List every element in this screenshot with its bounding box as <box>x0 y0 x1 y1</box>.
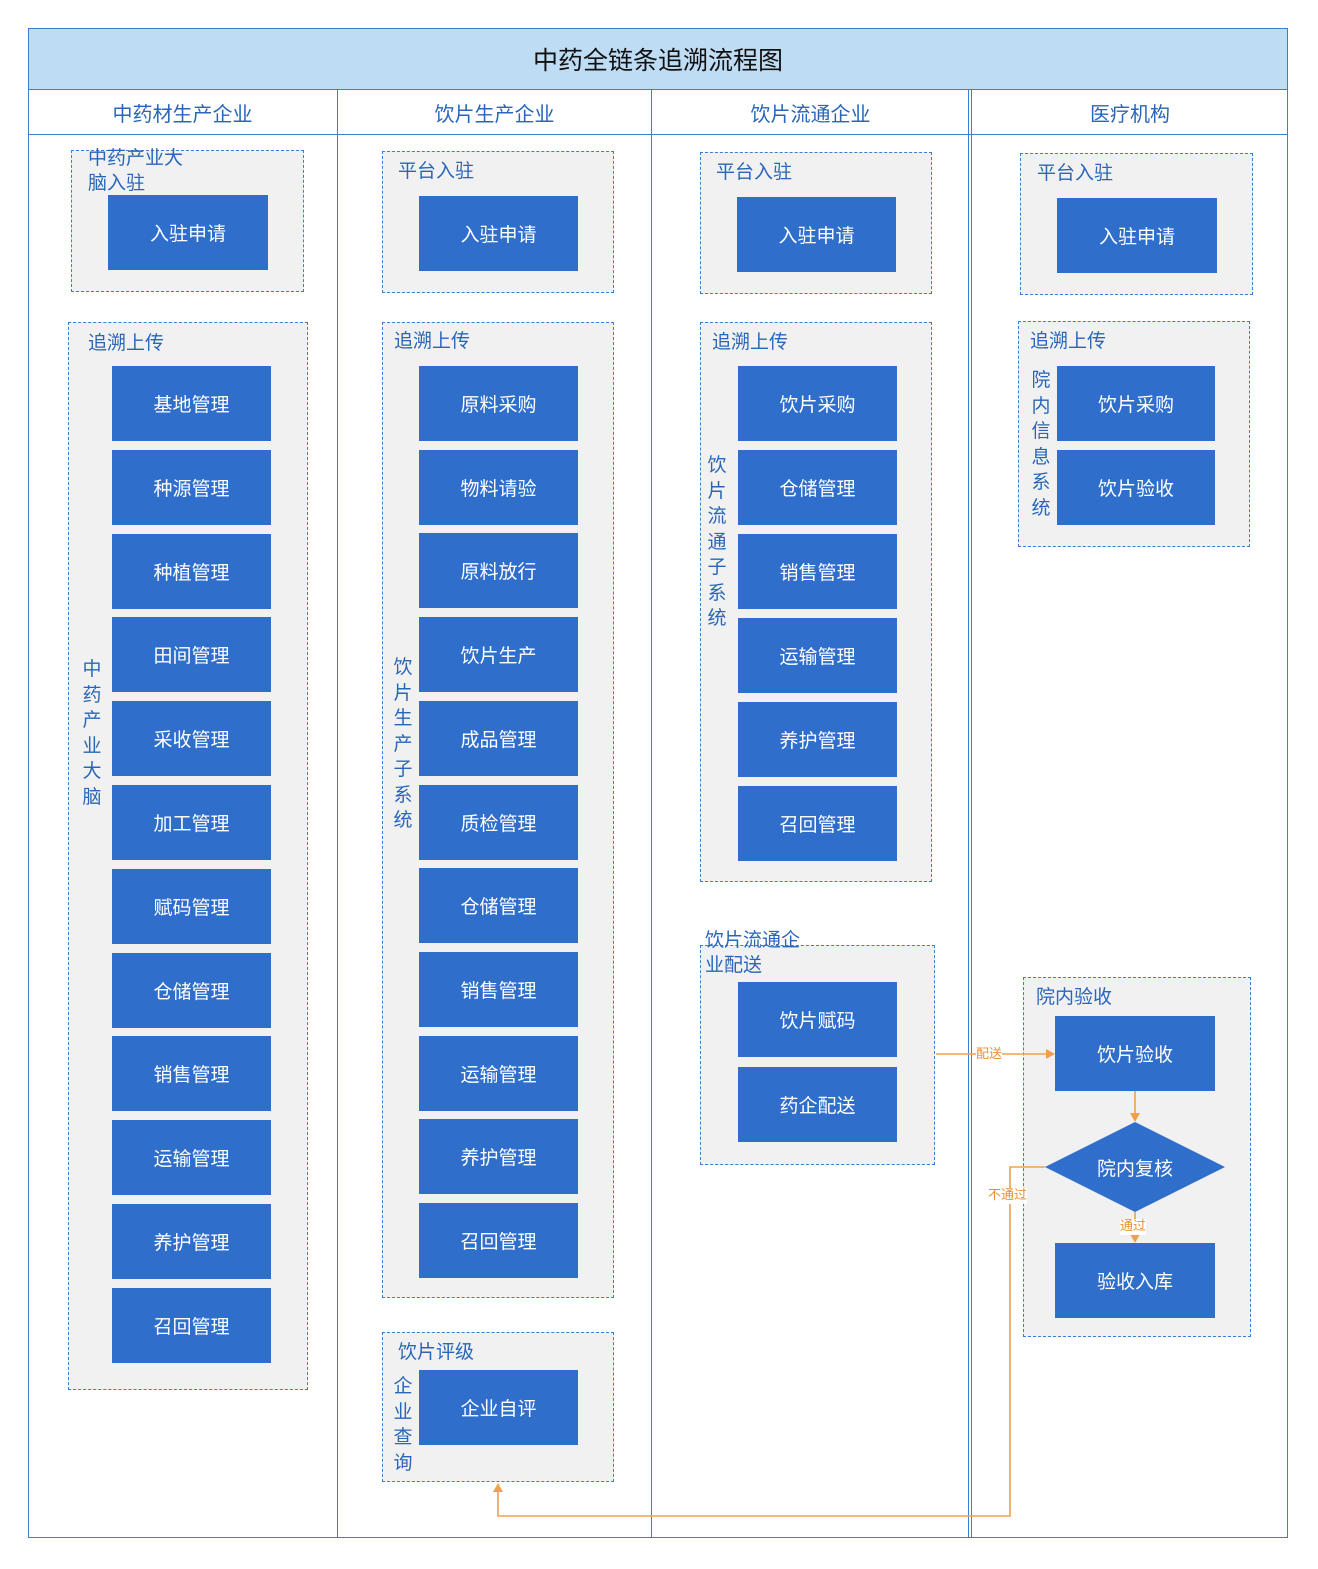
group-label: 院内验收 <box>1036 986 1113 1008</box>
lane-divider <box>337 90 338 1538</box>
box-upload-item: 运输管理 <box>419 1035 578 1111</box>
group-label: 平台入驻 <box>398 160 475 182</box>
flow-label-fail: 不通过 <box>988 1188 1028 1204</box>
box-upload-item: 成品管理 <box>419 700 578 776</box>
arrowhead <box>1130 1113 1140 1122</box>
box-delivery-item: 饮片赋码 <box>738 982 897 1057</box>
box-upload-item: 销售管理 <box>419 951 578 1027</box>
arrowhead <box>1130 1234 1140 1243</box>
side-label: 企业查询 <box>393 1375 413 1474</box>
box-entry-application: 入驻申请 <box>108 195 268 270</box>
lane-divider <box>968 90 969 1538</box>
box-upload-item: 原料放行 <box>419 533 578 609</box>
box-stock-in: 验收入库 <box>1055 1243 1215 1318</box>
group-label: 饮片评级 <box>398 1341 475 1363</box>
box-delivery-item: 药企配送 <box>738 1067 897 1142</box>
box-upload-item: 采收管理 <box>112 701 271 777</box>
flow-label-deliver: 配送 <box>976 1047 1003 1063</box>
flow-label-pass: 通过 <box>1120 1219 1147 1235</box>
side-label: 饮片生产子系统 <box>393 656 413 831</box>
box-upload-item: 原料采购 <box>419 366 578 441</box>
group-label: 追溯上传 <box>1030 330 1107 352</box>
diagram-title: 中药全链条追溯流程图 <box>28 28 1288 90</box>
side-label: 饮片流通子系统 <box>707 454 727 629</box>
box-self-rating: 企业自评 <box>419 1370 578 1445</box>
box-upload-item: 基地管理 <box>112 366 271 441</box>
box-upload-item: 销售管理 <box>738 534 897 609</box>
group-label: 追溯上传 <box>712 331 789 353</box>
lane-divider <box>971 90 972 1538</box>
group-label: 中药产业大脑入驻 <box>88 147 184 194</box>
side-label: 中药产业大脑 <box>82 658 102 808</box>
arrowhead <box>493 1483 503 1492</box>
box-upload-item: 召回管理 <box>738 786 897 861</box>
box-upload-item: 召回管理 <box>419 1203 578 1278</box>
box-upload-item: 质检管理 <box>419 784 578 860</box>
box-upload-item: 种源管理 <box>112 449 271 525</box>
lane-header-medical-institution: 医疗机构 <box>1090 102 1170 126</box>
box-entry-application: 入驻申请 <box>1057 198 1217 273</box>
box-upload-item: 运输管理 <box>738 618 897 693</box>
box-upload-item: 召回管理 <box>112 1287 271 1363</box>
box-entry-application: 入驻申请 <box>737 197 896 272</box>
lane-divider <box>651 90 652 1538</box>
box-upload-item: 养护管理 <box>112 1204 271 1279</box>
box-upload-item: 仓储管理 <box>738 450 897 525</box>
box-upload-item: 种植管理 <box>112 533 271 609</box>
arrow-fail <box>497 1166 1045 1517</box>
box-upload-item: 仓储管理 <box>112 952 271 1028</box>
box-entry-application: 入驻申请 <box>419 196 578 271</box>
lane-header-slice-producer: 饮片生产企业 <box>434 102 555 126</box>
lane-header-divider <box>28 134 1288 135</box>
group-label: 追溯上传 <box>88 332 165 354</box>
box-upload-item: 饮片采购 <box>738 366 897 441</box>
group-label: 平台入驻 <box>1037 162 1114 184</box>
box-upload-item: 运输管理 <box>112 1120 271 1196</box>
group-label: 平台入驻 <box>716 161 793 183</box>
box-upload-item: 物料请验 <box>419 449 578 525</box>
box-upload-item: 销售管理 <box>112 1036 271 1112</box>
group-label: 饮片流通企业配送 <box>705 929 801 976</box>
group-label: 追溯上传 <box>394 330 471 352</box>
box-upload-item: 饮片验收 <box>1057 450 1215 525</box>
box-slice-acceptance: 饮片验收 <box>1055 1016 1215 1091</box>
arrowhead <box>1046 1049 1055 1059</box>
box-upload-item: 养护管理 <box>738 702 897 777</box>
diamond-review-shape <box>1045 1122 1225 1212</box>
diamond-review: 院内复核 <box>1096 1157 1173 1180</box>
box-upload-item: 饮片采购 <box>1057 366 1215 441</box>
box-upload-item: 仓储管理 <box>419 868 578 944</box>
box-upload-item: 赋码管理 <box>112 868 271 944</box>
lane-header-slice-distributor: 饮片流通企业 <box>750 102 871 126</box>
side-label: 院内信息系统 <box>1031 369 1051 519</box>
box-upload-item: 田间管理 <box>112 617 271 693</box>
box-upload-item: 饮片生产 <box>419 617 578 693</box>
box-upload-item: 加工管理 <box>112 785 271 860</box>
lane-header-herb-producer: 中药材生产企业 <box>112 102 253 126</box>
box-upload-item: 养护管理 <box>419 1119 578 1195</box>
